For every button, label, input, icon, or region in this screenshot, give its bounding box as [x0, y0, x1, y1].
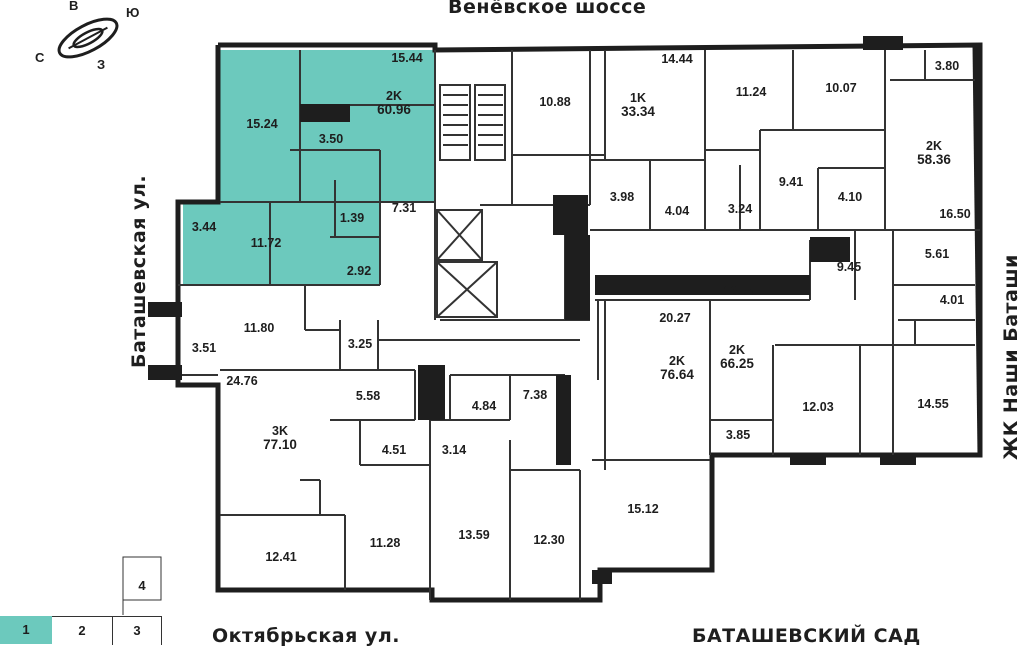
apartment-area: 58.36: [917, 152, 951, 167]
room-area: 11.80: [243, 321, 275, 335]
room-area: 3.80: [934, 59, 960, 73]
room-area: 4.10: [837, 190, 863, 204]
room-area: 4.84: [471, 399, 497, 413]
room-area: 14.44: [661, 52, 693, 66]
street-label-north: Венёвское шоссе: [448, 0, 647, 18]
apartment-type: 3K: [272, 424, 288, 438]
room-area: 2.92: [346, 264, 372, 278]
room-area: 4.51: [381, 443, 407, 457]
room-area: 24.76: [226, 374, 258, 388]
room-area: 3.98: [609, 190, 635, 204]
room-area: 5.61: [924, 247, 950, 261]
compass-label-v: В: [69, 0, 79, 13]
compass-rose-icon: [57, 17, 119, 59]
interior-walls: [178, 50, 980, 600]
structural-columns: [148, 36, 916, 584]
room-area: 1.39: [339, 211, 365, 225]
street-label-south-left: Октябрьская ул.: [212, 625, 400, 646]
room-area: 3.44: [191, 220, 217, 234]
floor-button-1[interactable]: 1: [0, 616, 52, 644]
room-area: 15.24: [246, 117, 278, 131]
room-area: 3.24: [727, 202, 753, 216]
room-area: 3.14: [441, 443, 467, 457]
room-area: 11.72: [250, 236, 282, 250]
apartment-type: 2K: [386, 89, 402, 103]
room-area: 16.75: [723, 284, 755, 298]
street-label-east: ЖК Наши Баташи: [1000, 254, 1022, 460]
floor-button-2[interactable]: 2: [52, 616, 113, 645]
room-area: 10.88: [539, 95, 571, 109]
room-area: 3.51: [191, 341, 217, 355]
apartment-area: 66.25: [720, 356, 754, 371]
room-area: 4.01: [939, 293, 965, 307]
floor-selector-grid: [122, 556, 162, 615]
room-area: 4.04: [664, 204, 690, 218]
apartment-label[interactable]: 2K 66.25: [720, 343, 754, 371]
apartment-label[interactable]: 2K 76.64: [660, 354, 694, 382]
floor-button-4[interactable]: 4: [138, 578, 146, 593]
apartment-label[interactable]: 2K 58.36: [917, 139, 951, 167]
room-area: 10.07: [825, 81, 857, 95]
room-area: 13.59: [458, 528, 490, 542]
compass-label-z: З: [97, 57, 106, 72]
room-area: 12.30: [533, 533, 565, 547]
floor-button-3[interactable]: 3: [113, 616, 162, 645]
room-area: 15.44: [391, 51, 423, 65]
apartment-area: 76.64: [660, 367, 694, 382]
room-area: 16.50: [939, 207, 971, 221]
compass-label-s: С: [35, 50, 45, 65]
apartment-type: 2K: [926, 139, 942, 153]
apartment-type: 1K: [630, 91, 646, 105]
room-area: 9.45: [836, 260, 862, 274]
apartment-type: 2K: [669, 354, 685, 368]
street-label-south-right: БАТАШЕВСКИЙ САД: [692, 625, 921, 646]
apartment-area: 33.34: [621, 104, 655, 119]
room-area: 5.58: [355, 389, 381, 403]
room-area: 20.27: [659, 311, 691, 325]
apartment-area: 77.10: [263, 437, 297, 452]
apartment-area: 60.96: [377, 102, 411, 117]
selected-apartment-area[interactable]: [183, 50, 435, 285]
room-area: 12.03: [802, 400, 834, 414]
apartment-label[interactable]: 3K 77.10: [263, 424, 297, 452]
apartment-label[interactable]: 1K 33.34: [621, 91, 655, 119]
room-area: 12.41: [265, 550, 297, 564]
room-area: 3.50: [318, 132, 344, 146]
street-label-west: Баташевская ул.: [128, 174, 150, 368]
room-area: 7.38: [522, 388, 548, 402]
room-area: 15.12: [627, 502, 659, 516]
room-area: 9.41: [778, 175, 804, 189]
apartment-label[interactable]: 2K 60.96: [377, 89, 411, 117]
room-area: 7.31: [391, 201, 417, 215]
apartment-type: 2K: [729, 343, 745, 357]
room-area: 14.55: [917, 397, 949, 411]
room-area: 3.85: [725, 428, 751, 442]
room-area: 3.25: [347, 337, 373, 351]
room-area: 11.28: [369, 536, 401, 550]
compass-label-yu: Ю: [126, 5, 140, 20]
room-area: 11.24: [735, 85, 767, 99]
